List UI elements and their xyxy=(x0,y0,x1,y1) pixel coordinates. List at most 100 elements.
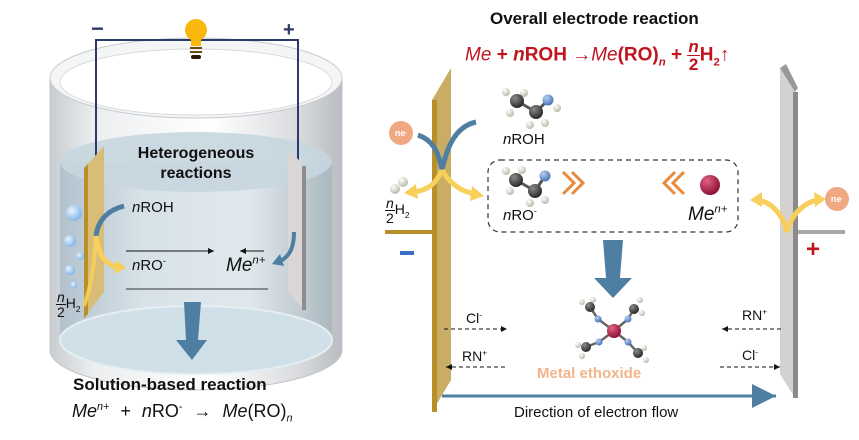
electron-badge-left: ne- xyxy=(389,121,413,145)
roh-molecule xyxy=(502,88,561,129)
negative-terminal-label: − xyxy=(91,16,104,41)
label: ne xyxy=(394,128,406,138)
charge: n+ xyxy=(714,203,728,216)
heterogeneous-title-line1: Heterogeneous xyxy=(137,145,255,162)
species: ROH xyxy=(511,131,545,148)
solution-reaction-equation: Men+ + nRO- → Me(RO)n xyxy=(72,401,293,424)
species: RO xyxy=(511,207,534,224)
hydrogen-bubbles xyxy=(64,205,84,289)
reaction-zone-box xyxy=(487,159,739,233)
term: Me xyxy=(72,401,98,421)
alkoxide-molecule xyxy=(502,166,551,207)
hydrogen-output-arc xyxy=(413,168,445,195)
plus: + xyxy=(496,44,508,66)
hydrogen-molecule xyxy=(390,177,408,194)
product-down-arrow xyxy=(594,240,632,298)
heterogeneous-title-line2: reactions xyxy=(160,165,232,182)
beaker xyxy=(49,37,343,391)
label: ne xyxy=(830,194,842,204)
product: Me xyxy=(222,401,248,421)
fraction-denominator: 2 xyxy=(688,55,699,74)
heterogeneous-title: Heterogeneous reactions xyxy=(121,146,271,182)
sup: + xyxy=(482,347,488,358)
left-beaker-anode xyxy=(84,146,104,318)
left-beaker-cathode xyxy=(288,148,306,310)
coef: n xyxy=(513,44,525,66)
fraction-denominator: 2 xyxy=(57,304,65,320)
group: (RO) xyxy=(617,44,659,66)
cathode-electrode xyxy=(780,64,845,398)
arrow: → xyxy=(193,401,212,421)
ion-label-left-top: Cl- xyxy=(466,309,483,326)
coef: n xyxy=(503,131,512,148)
sup: - xyxy=(755,346,759,357)
right-roh-label: nROH xyxy=(503,132,545,147)
product-group: (RO) xyxy=(247,401,287,421)
fraction-numerator: n xyxy=(56,289,66,305)
roh-approach-arrow xyxy=(93,203,125,237)
sub: n xyxy=(658,56,666,69)
species: H xyxy=(394,201,405,218)
plus: + xyxy=(671,44,683,66)
fraction-denominator: 2 xyxy=(386,210,394,226)
right-alkoxide-label: nRO- xyxy=(503,206,537,224)
species: Cl xyxy=(742,347,756,363)
charge: - xyxy=(533,206,537,216)
anode-electrode xyxy=(385,68,451,412)
coefficient: n xyxy=(132,199,141,216)
left-alkoxide-label: nRO- xyxy=(132,256,166,274)
overall-reaction-title: Overall electrode reaction xyxy=(490,9,699,28)
term: Me xyxy=(465,44,492,66)
fraction-numerator: n xyxy=(385,195,395,211)
chevron-left-icon xyxy=(661,170,686,196)
light-bulb-icon xyxy=(185,19,207,59)
product: H xyxy=(699,44,714,66)
species: Me xyxy=(688,204,715,225)
term: RO xyxy=(151,401,179,421)
gas-arrow: ↑ xyxy=(719,44,730,66)
term: ROH xyxy=(524,44,567,66)
sup: + xyxy=(762,306,768,317)
species: H xyxy=(65,295,76,312)
fraction-numerator: n xyxy=(687,37,700,56)
sub: 2 xyxy=(713,56,720,69)
species: Cl xyxy=(466,310,480,326)
negative-terminal-mark xyxy=(400,251,414,255)
coefficient: n xyxy=(132,257,141,274)
left-roh-label: nROH xyxy=(132,200,174,215)
metal-ion-sphere xyxy=(700,175,720,195)
sup: - xyxy=(479,309,483,320)
product-sub: n xyxy=(286,412,293,425)
species: Me xyxy=(226,255,253,276)
left-metal-ion-label: Men+ xyxy=(226,254,266,276)
metal-ethoxide-label: Metal ethoxide xyxy=(537,365,642,382)
subscript: 2 xyxy=(75,304,81,314)
arrow: → xyxy=(572,44,592,66)
hydrogen-release-arrow xyxy=(82,235,98,307)
solution-reaction-title: Solution-based reaction xyxy=(73,375,267,394)
chevron-right-icon xyxy=(561,170,586,196)
right-metal-ion-label: Men+ xyxy=(688,203,728,225)
metal-ethoxide-molecule xyxy=(575,297,649,363)
positive-terminal-sign: + xyxy=(806,236,821,263)
species: RO xyxy=(140,257,163,274)
sub: 2 xyxy=(404,210,410,220)
electron-badge-right: ne- xyxy=(825,187,849,211)
roh-input-arc xyxy=(439,119,477,171)
species: RN xyxy=(742,307,763,323)
charge: n+ xyxy=(252,254,266,267)
positive-terminal-label: + xyxy=(283,19,295,41)
term-sup: n+ xyxy=(97,401,110,413)
species: RN xyxy=(462,348,483,364)
term-sup: - xyxy=(178,401,183,413)
charge: - xyxy=(162,256,166,266)
product: Me xyxy=(591,44,618,66)
plus: + xyxy=(120,401,131,421)
species: ROH xyxy=(140,199,174,216)
term-coef: n xyxy=(141,401,152,421)
ion-label-left-bottom: RN+ xyxy=(462,347,488,364)
